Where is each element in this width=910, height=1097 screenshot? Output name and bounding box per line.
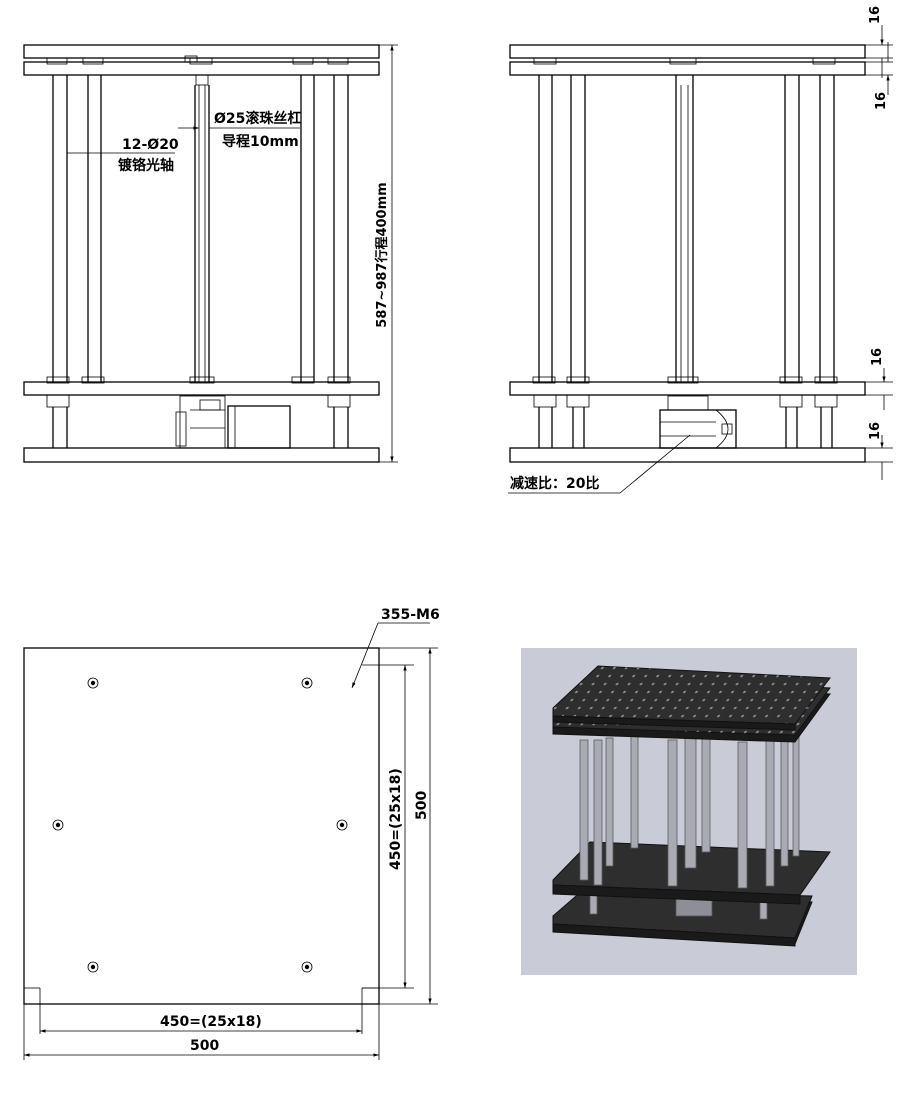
- hole-label: 355-M6: [381, 607, 440, 623]
- inner-height-label: 450=(25x18): [388, 768, 404, 870]
- height-label: 587~987行程400mm: [374, 182, 390, 327]
- side-view: 减速比：20比 16 16 16 16: [508, 6, 893, 494]
- screw-label-line1: Ø25滚珠丝杠: [214, 110, 301, 127]
- front-view: 587~987行程400mm 12-Ø20 镀铬光轴 Ø25滚珠丝杠 导程10m…: [23, 44, 398, 463]
- inner-width-label: 450=(25x18): [160, 1014, 262, 1030]
- render-3d: [521, 648, 857, 975]
- outer-width-label: 500: [190, 1038, 219, 1054]
- thickness-label-4: 16: [868, 422, 883, 440]
- reduction-label: 减速比：20比: [510, 475, 599, 492]
- rod-label-line2: 镀铬光轴: [118, 157, 174, 174]
- screw-label-line2: 导程10mm: [222, 134, 299, 150]
- thickness-label-1: 16: [868, 6, 883, 24]
- thickness-label-3: 16: [870, 348, 885, 366]
- mounting-holes: [52, 677, 348, 973]
- thickness-label-2: 16: [874, 92, 889, 110]
- outer-height-label: 500: [414, 791, 430, 820]
- top-view: 355-M6 450=(25x18) 500 450=(25x18) 500: [23, 607, 440, 1060]
- rod-label-line1: 12-Ø20: [122, 137, 179, 153]
